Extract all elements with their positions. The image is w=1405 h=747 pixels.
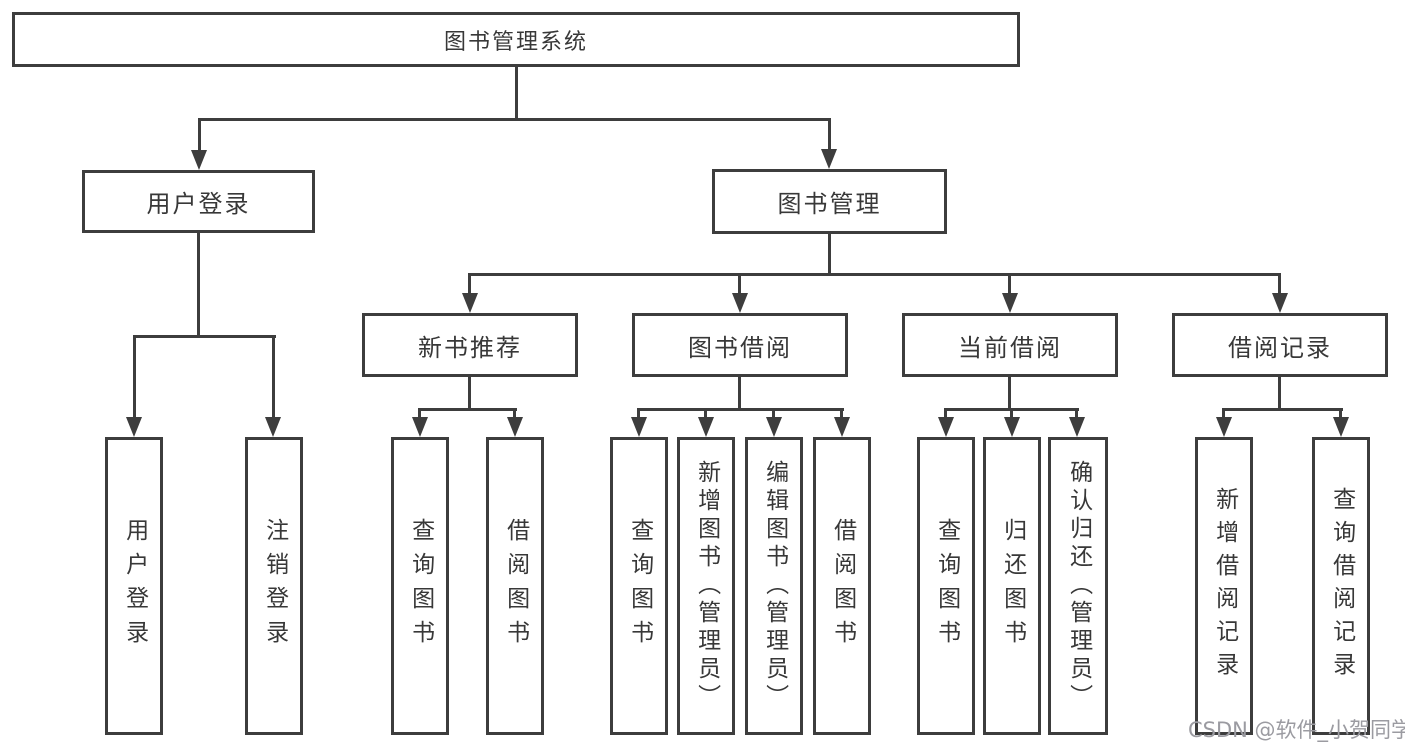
leaf-label: 查询图书 bbox=[933, 518, 960, 654]
connector-borrow-stem bbox=[738, 377, 741, 411]
arrowhead-query-books-recommend bbox=[412, 417, 428, 437]
arrowhead-book-borrow bbox=[732, 293, 748, 313]
node-label: 图书管理 bbox=[777, 190, 882, 218]
connector-drop-confirm-return-admin bbox=[1075, 408, 1078, 419]
connector-borrow-bar bbox=[637, 408, 844, 411]
connector-book-management-stem bbox=[828, 234, 831, 276]
connector-root-stem bbox=[515, 67, 518, 121]
node-book-borrow: 图书借阅 bbox=[632, 313, 848, 377]
node-label: 用户登录 bbox=[146, 190, 251, 218]
connector-drop-add-book-admin bbox=[704, 408, 707, 419]
connector-recommend-stem bbox=[468, 377, 471, 411]
leaf-label: 查询图书 bbox=[407, 518, 434, 654]
arrowhead-book-management bbox=[821, 149, 837, 169]
leaf-query-books-current: 查询图书 bbox=[917, 437, 975, 735]
arrowhead-borrow-books-recommend bbox=[507, 417, 523, 437]
node-label: 借阅记录 bbox=[1228, 333, 1332, 362]
connector-drop-borrow-books-borrow bbox=[840, 408, 843, 419]
connector-drop-user-login bbox=[198, 118, 201, 152]
connector-drop-leaf-logout bbox=[272, 335, 275, 419]
connector-recommend-bar bbox=[419, 408, 517, 411]
connector-drop-current-borrow bbox=[1008, 273, 1011, 295]
leaf-label: 确认归还（管理员） bbox=[1065, 460, 1092, 712]
node-label: 图书借阅 bbox=[688, 333, 792, 362]
leaf-borrow-books-recommend: 借阅图书 bbox=[486, 437, 544, 735]
connector-drop-return-book bbox=[1010, 408, 1013, 419]
node-borrow-records: 借阅记录 bbox=[1172, 313, 1388, 377]
leaf-add-borrow-record: 新增借阅记录 bbox=[1195, 437, 1253, 735]
leaf-query-books-borrow: 查询图书 bbox=[610, 437, 668, 735]
node-user-login: 用户登录 bbox=[82, 170, 315, 233]
arrowhead-current-borrow bbox=[1002, 293, 1018, 313]
connector-user-login-stem bbox=[197, 233, 200, 338]
arrowhead-add-book-admin bbox=[698, 417, 714, 437]
connector-drop-leaf-user-login bbox=[133, 335, 136, 419]
node-current-borrow: 当前借阅 bbox=[902, 313, 1118, 377]
node-label: 新书推荐 bbox=[418, 333, 522, 362]
node-label: 图书管理系统 bbox=[443, 29, 588, 55]
connector-drop-book-borrow bbox=[738, 273, 741, 295]
connector-drop-edit-book-admin bbox=[772, 408, 775, 419]
connector-drop-query-borrow-record bbox=[1339, 408, 1342, 419]
node-book-management: 图书管理 bbox=[712, 169, 947, 234]
connector-book-management-bar bbox=[468, 273, 1281, 276]
arrowhead-confirm-return-admin bbox=[1069, 417, 1085, 437]
connector-drop-query-books-current bbox=[944, 408, 947, 419]
arrowhead-borrow-records bbox=[1272, 293, 1288, 313]
connector-drop-borrow-records bbox=[1278, 273, 1281, 295]
arrowhead-return-book bbox=[1004, 417, 1020, 437]
leaf-label: 归还图书 bbox=[999, 518, 1026, 654]
connector-drop-query-books-recommend bbox=[418, 408, 421, 419]
leaf-edit-book-admin: 编辑图书（管理员） bbox=[745, 437, 803, 735]
arrowhead-query-books-current bbox=[938, 417, 954, 437]
connector-current-stem bbox=[1008, 377, 1011, 411]
leaf-label: 注销登录 bbox=[261, 518, 288, 654]
connector-user-login-bar bbox=[133, 335, 276, 338]
node-library-management-system: 图书管理系统 bbox=[12, 12, 1020, 67]
arrowhead-borrow-books-borrow bbox=[834, 417, 850, 437]
connector-drop-book-management bbox=[828, 118, 831, 151]
leaf-confirm-return-admin: 确认归还（管理员） bbox=[1048, 437, 1108, 735]
leaf-borrow-books-borrow: 借阅图书 bbox=[813, 437, 871, 735]
arrowhead-edit-book-admin bbox=[766, 417, 782, 437]
connector-drop-borrow-books-recommend bbox=[513, 408, 516, 419]
connector-drop-add-borrow-record bbox=[1222, 408, 1225, 419]
leaf-query-borrow-record: 查询借阅记录 bbox=[1312, 437, 1370, 735]
leaf-return-book: 归还图书 bbox=[983, 437, 1041, 735]
leaf-label: 新增图书（管理员） bbox=[693, 460, 720, 712]
connector-drop-new-book-recommend bbox=[468, 273, 471, 295]
leaf-user-login: 用户登录 bbox=[105, 437, 163, 735]
node-new-book-recommend: 新书推荐 bbox=[362, 313, 578, 377]
leaf-add-book-admin: 新增图书（管理员） bbox=[677, 437, 735, 735]
connector-root-bar bbox=[198, 118, 831, 121]
arrowhead-leaf-user-login bbox=[126, 417, 142, 437]
node-label: 当前借阅 bbox=[958, 333, 1062, 362]
connector-drop-query-books-borrow bbox=[637, 408, 640, 419]
connector-records-bar bbox=[1222, 408, 1343, 411]
arrowhead-user-login bbox=[191, 150, 207, 170]
arrowhead-query-books-borrow bbox=[631, 417, 647, 437]
arrowhead-leaf-logout bbox=[265, 417, 281, 437]
leaf-label: 查询图书 bbox=[626, 518, 653, 654]
leaf-label: 用户登录 bbox=[121, 518, 148, 654]
arrowhead-add-borrow-record bbox=[1216, 417, 1232, 437]
leaf-label: 借阅图书 bbox=[502, 518, 529, 654]
leaf-logout: 注销登录 bbox=[245, 437, 303, 735]
leaf-label: 编辑图书（管理员） bbox=[761, 460, 788, 712]
arrowhead-new-book-recommend bbox=[462, 293, 478, 313]
leaf-label: 借阅图书 bbox=[829, 518, 856, 654]
connector-records-stem bbox=[1278, 377, 1281, 411]
arrowhead-query-borrow-record bbox=[1333, 417, 1349, 437]
leaf-label: 查询借阅记录 bbox=[1328, 487, 1355, 685]
leaf-query-books-recommend: 查询图书 bbox=[391, 437, 449, 735]
leaf-label: 新增借阅记录 bbox=[1211, 487, 1238, 685]
csdn-watermark: CSDN @软件_小贺同学 bbox=[1188, 718, 1405, 742]
